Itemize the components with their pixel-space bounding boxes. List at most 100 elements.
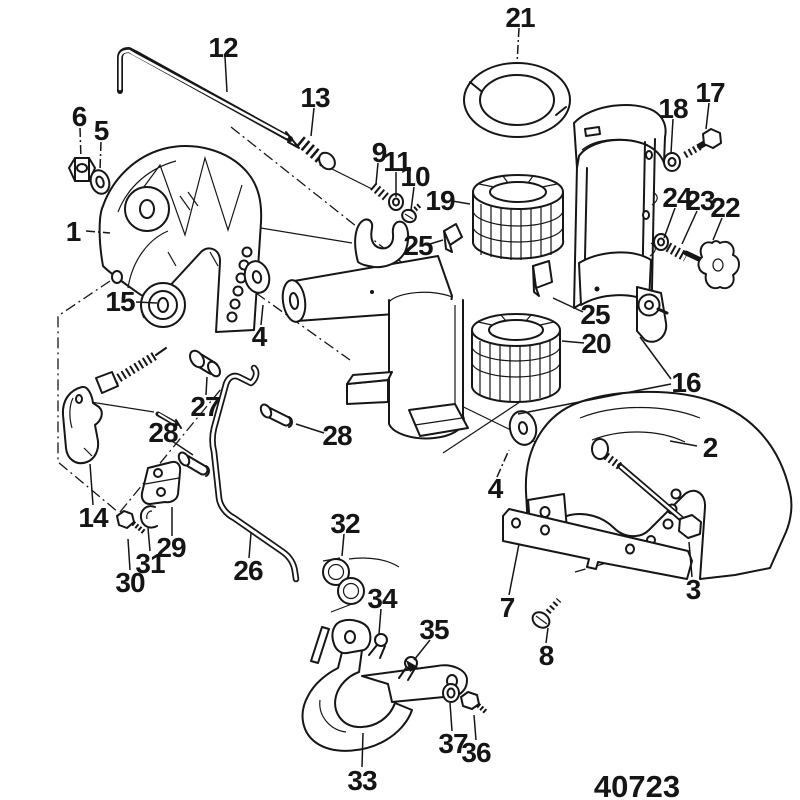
callout-27: 27 bbox=[190, 391, 220, 422]
callout-28: 28 bbox=[148, 417, 178, 448]
callout-34: 34 bbox=[367, 583, 398, 614]
part-grommet-15 bbox=[140, 282, 186, 328]
callout-leader-35 bbox=[413, 639, 431, 661]
part-screw-10 bbox=[401, 202, 423, 224]
callout-leader-28 bbox=[295, 423, 325, 434]
callout-leader-7 bbox=[508, 543, 520, 596]
part-bolt-3 bbox=[603, 452, 702, 539]
part-trim-ring-21 bbox=[463, 62, 571, 138]
callout-3: 3 bbox=[686, 574, 701, 605]
part-tilt-rod bbox=[117, 47, 300, 149]
callout-leader-22 bbox=[712, 217, 723, 241]
callout-12: 12 bbox=[208, 32, 238, 63]
callout-4: 4 bbox=[488, 473, 504, 504]
callout-leader-26 bbox=[248, 532, 252, 559]
callout-21: 21 bbox=[505, 2, 535, 33]
part-bearing-lower-20 bbox=[471, 313, 561, 403]
part-washer-11 bbox=[388, 193, 404, 211]
callout-leader-30 bbox=[127, 538, 131, 571]
callout-leader-17 bbox=[705, 102, 710, 130]
callout-leader-33 bbox=[361, 732, 364, 768]
callout-25: 25 bbox=[403, 230, 433, 261]
callout-2: 2 bbox=[703, 432, 718, 463]
callout-leader-20 bbox=[561, 340, 585, 344]
callout-leader-3 bbox=[688, 541, 693, 578]
part-lock-rod-26 bbox=[209, 364, 300, 583]
callout-32: 32 bbox=[330, 508, 360, 539]
callout-37: 37 bbox=[438, 728, 468, 759]
callout-leader-36 bbox=[473, 714, 477, 741]
callout-leader-5 bbox=[99, 141, 102, 171]
callout-5: 5 bbox=[94, 115, 109, 146]
callout-23: 23 bbox=[685, 185, 715, 216]
callout-15: 15 bbox=[105, 286, 135, 317]
callout-leader-9 bbox=[375, 162, 379, 185]
callout-leader-32 bbox=[341, 533, 345, 557]
part-pin-28-right bbox=[259, 403, 293, 428]
callout-20: 20 bbox=[581, 328, 611, 359]
part-washer-24 bbox=[653, 233, 669, 251]
callout-9: 9 bbox=[372, 137, 387, 168]
callout-18: 18 bbox=[658, 93, 688, 124]
part-spring-9 bbox=[370, 182, 389, 201]
callout-leader-31 bbox=[147, 527, 151, 552]
callout-leader-12 bbox=[224, 56, 228, 93]
part-spring-13 bbox=[296, 136, 336, 171]
callout-22: 22 bbox=[710, 192, 740, 223]
callout-29: 29 bbox=[156, 532, 186, 563]
part-latch-lever-14 bbox=[61, 385, 182, 465]
callout-leader-14 bbox=[89, 463, 94, 506]
part-roller-27 bbox=[189, 349, 221, 378]
callout-19: 19 bbox=[425, 185, 455, 216]
part-bolt-36 bbox=[460, 691, 489, 715]
callout-leader-19 bbox=[451, 200, 471, 205]
part-wedge-25-upper bbox=[443, 223, 463, 253]
callout-35: 35 bbox=[419, 614, 449, 645]
callout-leader-27 bbox=[205, 376, 208, 396]
callout-13: 13 bbox=[300, 82, 330, 113]
callout-14: 14 bbox=[78, 502, 109, 533]
callout-25: 25 bbox=[580, 299, 610, 330]
part-washer-4-right bbox=[508, 410, 538, 446]
callout-leader-21 bbox=[516, 27, 520, 65]
part-spring-23 bbox=[665, 242, 689, 262]
callout-leader-10 bbox=[410, 186, 415, 211]
callout-leader-15 bbox=[135, 301, 158, 304]
callout-leader-37 bbox=[449, 702, 453, 732]
callout-leader-25 bbox=[552, 297, 584, 313]
part-washer-4-left bbox=[243, 260, 271, 294]
callout-10: 10 bbox=[400, 161, 430, 192]
part-wedge-25-lower bbox=[532, 260, 553, 297]
callout-leader-16 bbox=[517, 383, 672, 415]
callout-leader-25 bbox=[429, 239, 444, 245]
part-bearing-upper-19 bbox=[472, 174, 565, 260]
part-snap-ring-31 bbox=[139, 505, 158, 529]
part-nut-6 bbox=[68, 157, 96, 182]
callout-36: 36 bbox=[461, 737, 491, 768]
callout-leader-13 bbox=[310, 107, 315, 137]
callout-leader-16 bbox=[639, 336, 672, 380]
part-clip-34 bbox=[368, 633, 388, 659]
callout-8: 8 bbox=[539, 640, 554, 671]
swivel-fork bbox=[354, 218, 410, 269]
callouts-layer: 1234456789101112131415161718192021222324… bbox=[66, 2, 741, 796]
callout-leader-24 bbox=[663, 207, 676, 239]
part-washer-5 bbox=[89, 169, 111, 195]
callout-leader-1 bbox=[85, 230, 111, 234]
part-swivel-bracket bbox=[281, 218, 469, 440]
callout-30: 30 bbox=[115, 567, 145, 598]
part-clip-35 bbox=[398, 656, 418, 681]
callout-24: 24 bbox=[662, 182, 693, 213]
part-washer-18 bbox=[663, 152, 681, 172]
part-knob-22 bbox=[683, 240, 740, 290]
part-pin-28-left bbox=[177, 451, 210, 477]
callout-leader-23 bbox=[681, 210, 698, 245]
callout-4: 4 bbox=[252, 321, 268, 352]
part-plate-7 bbox=[502, 508, 693, 580]
callout-26: 26 bbox=[233, 555, 263, 586]
drawing-number: 40723 bbox=[594, 769, 680, 800]
part-clamp-screw bbox=[95, 347, 167, 394]
callout-leader-8 bbox=[545, 627, 549, 644]
